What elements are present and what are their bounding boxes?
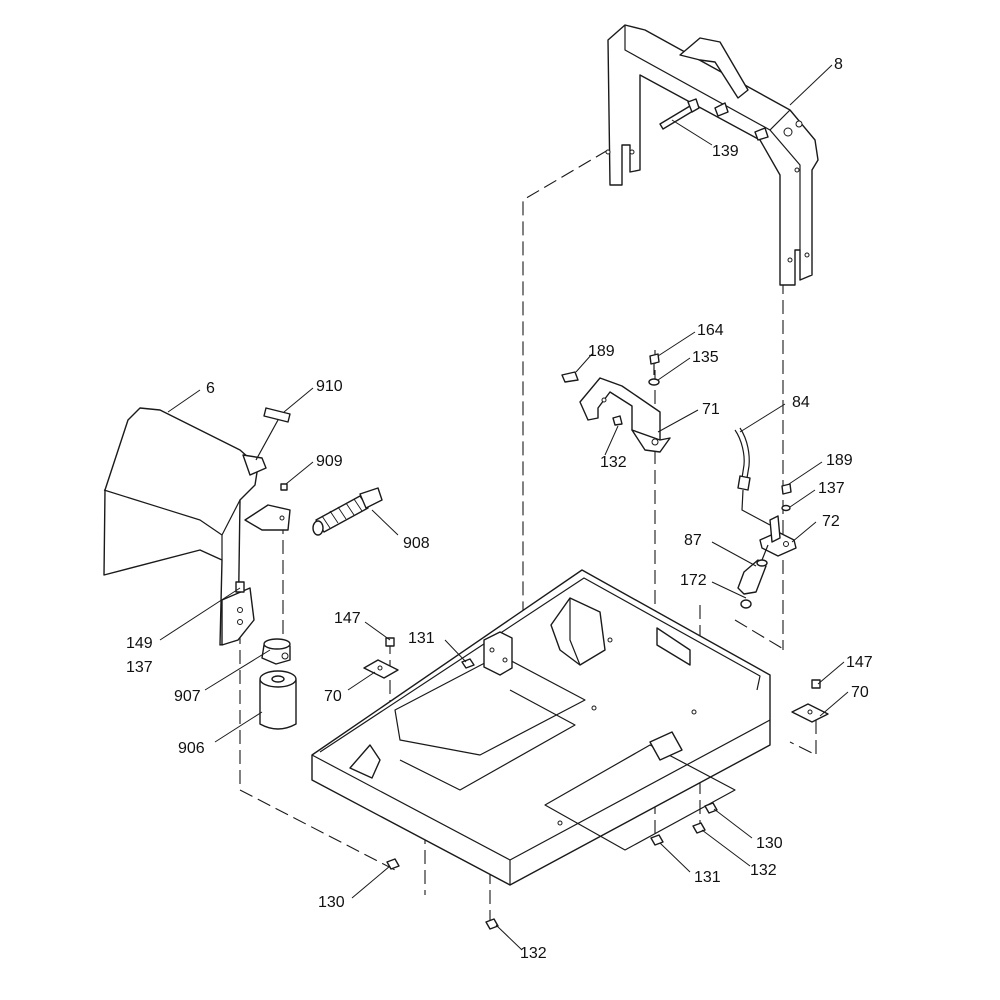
callout-6: 6: [206, 380, 215, 397]
screw-part-189-upper: [561, 371, 579, 383]
nut-part-132-bracket: [612, 415, 623, 426]
callout-131-upper: 131: [408, 630, 435, 647]
callout-labels: 8 139 164 135 189 71 132 84 189 137 72 8…: [126, 56, 873, 962]
bolt-part-139: [659, 98, 700, 130]
bracket-part-72: [759, 515, 797, 557]
base-tray: [311, 569, 771, 886]
callout-130-left: 130: [318, 894, 345, 911]
cap-part-910: [255, 407, 291, 461]
callout-87: 87: [684, 532, 702, 549]
screw-part-147-left: [385, 637, 395, 647]
bolt-part-164: [649, 353, 660, 375]
callout-189-right: 189: [826, 452, 853, 469]
callout-71: 71: [702, 401, 720, 418]
callout-172: 172: [680, 572, 707, 589]
callout-72: 72: [822, 513, 840, 530]
callout-137-right: 137: [818, 480, 845, 497]
callout-130-right: 130: [756, 835, 783, 852]
callout-135: 135: [692, 349, 719, 366]
filter-head-part-907: [261, 638, 291, 665]
callout-149: 149: [126, 635, 153, 652]
callout-139: 139: [712, 143, 739, 160]
callout-906: 906: [178, 740, 205, 757]
callout-909: 909: [316, 453, 343, 470]
cover-part-6: [103, 407, 291, 646]
callout-70-right: 70: [851, 684, 869, 701]
handle-frame-part-8: [605, 24, 819, 286]
callout-908: 908: [403, 535, 430, 552]
callout-132-bottom: 132: [520, 945, 547, 962]
callout-132-bracket: 132: [600, 454, 627, 471]
hose-part-908: [312, 487, 383, 536]
nut-part-130-right: [704, 802, 718, 814]
nut-part-132-bottom: [485, 918, 499, 930]
screw-part-149: [235, 581, 245, 593]
plate-part-70-right: [791, 703, 829, 723]
callout-131-lower: 131: [694, 869, 721, 886]
leader-lines: [159, 64, 849, 951]
washer-part-137-right: [781, 504, 791, 512]
screw-part-189-right: [781, 483, 792, 495]
callout-164: 164: [697, 322, 724, 339]
callout-84: 84: [792, 394, 810, 411]
screw-part-147-right: [811, 679, 821, 689]
washer-part-135: [648, 378, 660, 386]
callout-147-left: 147: [334, 610, 361, 627]
callout-132-right: 132: [750, 862, 777, 879]
bracket-part-71: [579, 377, 671, 453]
nut-part-172: [740, 599, 752, 609]
callout-8: 8: [834, 56, 843, 73]
nut-part-131-lower: [650, 834, 664, 846]
screw-part-909: [280, 483, 288, 491]
filter-part-906: [259, 670, 297, 730]
callout-907: 907: [174, 688, 201, 705]
callout-189-upper: 189: [588, 343, 615, 360]
plate-part-70-left: [363, 659, 399, 679]
callout-70-left: 70: [324, 688, 342, 705]
sensor-part-87: [737, 544, 769, 595]
callout-137-left: 137: [126, 659, 153, 676]
callout-910: 910: [316, 378, 343, 395]
callout-147-right: 147: [846, 654, 873, 671]
cable-part-84: [734, 427, 771, 526]
